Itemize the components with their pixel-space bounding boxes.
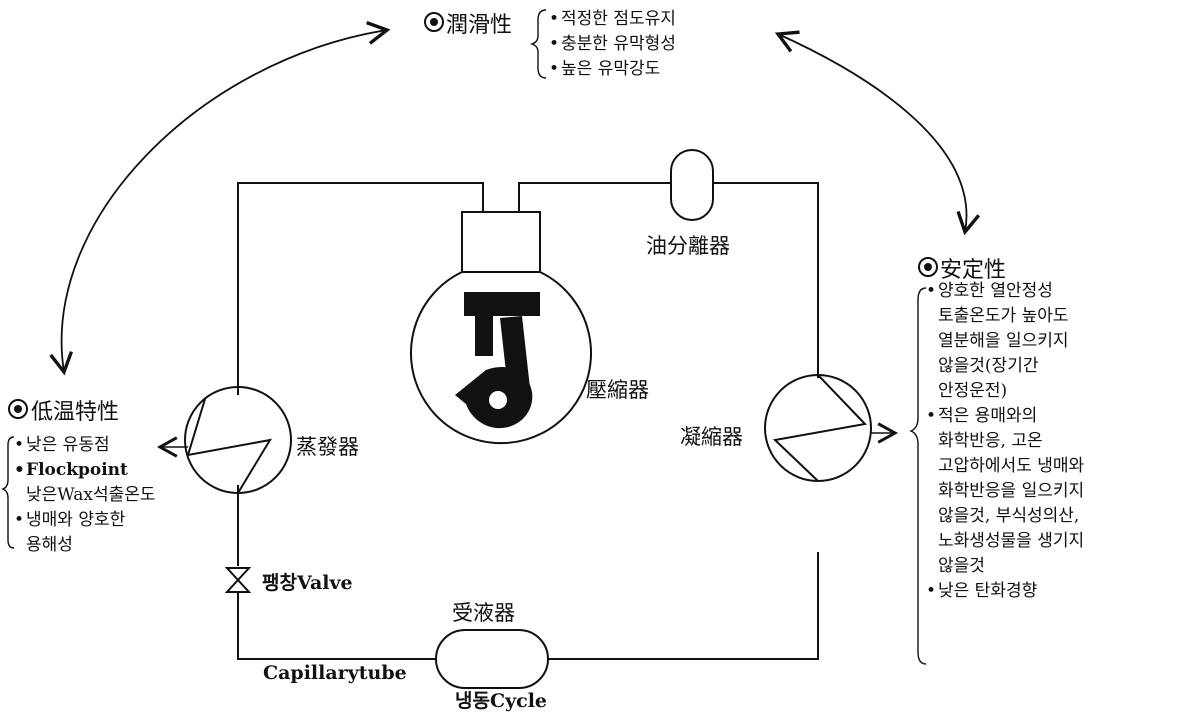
list-item: 충분한 유막형성 — [549, 32, 676, 57]
oil-separator-shape — [670, 149, 714, 221]
oil-separator-label: 油分離器 — [646, 234, 730, 258]
list-item: 토출온도가 높아도 — [938, 306, 1069, 326]
bullseye-icon-lowtemp — [8, 399, 28, 419]
list-item: 용해성 — [26, 535, 73, 555]
low-temp-heading: 低温特性 — [31, 400, 120, 425]
list-item: 화학반응을 일으키지 — [938, 481, 1085, 501]
list-item: 낮은 탄화경향 — [926, 579, 1084, 604]
list-item: 않을것(장기간 — [938, 356, 1039, 376]
list-item: 안정운전) — [938, 381, 1008, 401]
brace-stability — [909, 287, 927, 665]
list-item: 냉매와 양호한 — [14, 508, 156, 533]
pipe-receiver-to-capillary — [237, 612, 436, 660]
pipe-left-top — [237, 182, 484, 395]
expansion-valve-label: 팽창Valve — [262, 572, 353, 594]
pipe-condenser-to-receiver — [548, 552, 819, 660]
cycle-label: 냉동Cycle — [455, 690, 547, 712]
list-item: 낮은 유동점 — [14, 433, 156, 458]
list-item: 화학반응, 고온 — [938, 431, 1043, 451]
list-item: 양호한 열안정성 — [926, 279, 1084, 304]
pipe-oilsep-to-condenser — [713, 182, 819, 378]
capillary-label: Capillarytube — [263, 662, 407, 684]
arrow-lubrication-stability — [774, 30, 981, 236]
compressor-cylinder — [461, 211, 541, 273]
stability-list: 양호한 열안정성 토출온도가 높아도 열분해을 일으키지 않을것(장기간 안정운… — [926, 279, 1084, 604]
list-item: 고압하에서도 냉매와 — [938, 456, 1085, 476]
pipe-right-top — [518, 182, 671, 212]
brace-lubrication — [529, 9, 547, 79]
compressor-body — [410, 271, 592, 445]
condenser-label: 凝縮器 — [680, 425, 743, 449]
receiver-label: 受液器 — [452, 601, 515, 625]
expansion-valve-shape — [224, 567, 252, 593]
bullseye-icon-lubrication — [424, 12, 444, 32]
list-item: 낮은Wax석출온도 — [26, 485, 156, 505]
lubrication-heading: 潤滑性 — [446, 13, 513, 38]
brace-lowtemp — [1, 436, 15, 549]
list-item: 적은 용매와의 — [926, 404, 1084, 429]
receiver-shape — [435, 629, 549, 689]
list-item: 않을것 — [938, 556, 985, 576]
compressor-label: 壓縮器 — [586, 378, 649, 402]
lubrication-list: 적정한 점도유지 충분한 유막형성 높은 유막강도 — [549, 7, 676, 82]
low-temp-list: 낮은 유동점 Flockpoint 낮은Wax석출온도 냉매와 양호한 용해성 — [14, 433, 156, 558]
list-item: 열분해을 일으키지 — [938, 331, 1069, 351]
evaporator-label: 蒸發器 — [296, 435, 359, 459]
list-item: 높은 유막강도 — [549, 57, 676, 82]
list-item: 노화생성물을 생기지 — [938, 531, 1085, 551]
condenser-shape — [764, 374, 872, 482]
bullseye-icon-stability — [918, 257, 938, 277]
list-item: 않을것, 부식성의산, — [938, 506, 1080, 526]
list-item: Flockpoint — [14, 458, 156, 483]
list-item: 적정한 점도유지 — [549, 7, 676, 32]
evaporator-shape — [184, 386, 292, 494]
arrow-lubrication-lowtemp — [49, 21, 391, 376]
